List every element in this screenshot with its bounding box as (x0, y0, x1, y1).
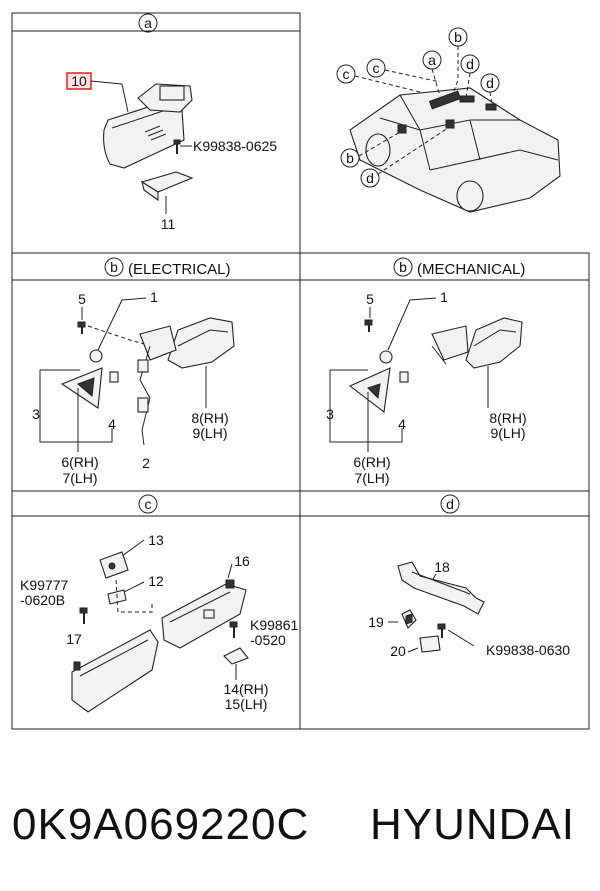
label-c-15lh: 15(LH) (225, 696, 268, 712)
section-a-letter: a (144, 15, 152, 31)
label-d-18: 18 (434, 559, 450, 575)
section-b-electrical-circle (104, 257, 124, 277)
sun-visor-left (71, 629, 159, 713)
label-be-7lh: 7(LH) (62, 470, 97, 486)
screw-icon (437, 623, 446, 638)
label-be-4: 4 (108, 416, 116, 432)
car-callout-d1: d (466, 56, 474, 72)
section-b-mechanical-title: (MECHANICAL) (417, 261, 525, 278)
label-be-3: 3 (32, 406, 40, 422)
section-a: a 10 K99838-0625 11 (66, 13, 277, 232)
label-d-20: 20 (390, 643, 406, 659)
label-c-16: 16 (234, 553, 250, 569)
screw-icon (79, 607, 88, 624)
car-callout-d3: d (366, 170, 374, 186)
label-d-19: 19 (368, 614, 384, 630)
footer: 0K9A069220C HYUNDAI (0, 790, 600, 860)
screw-icon (77, 321, 86, 334)
label-bm-4: 4 (398, 416, 406, 432)
label-bm-3: 3 (326, 406, 334, 422)
label-be-9lh: 9(LH) (192, 425, 227, 441)
car-callout-a: a (428, 52, 436, 68)
label-bm-1: 1 (440, 289, 448, 305)
label-be-2: 2 (142, 455, 150, 471)
mirror-cover (140, 171, 194, 202)
car-callout-c1: c (343, 66, 350, 82)
section-b-electrical-title: (ELECTRICAL) (128, 261, 231, 278)
section-d-circle (440, 494, 460, 514)
label-10: 10 (71, 73, 87, 89)
label-c-17: 17 (66, 631, 82, 647)
section-b-mechanical: b (MECHANICAL) 5 1 3 4 6(RH) 7(LH) 8(RH)… (326, 257, 527, 486)
label-bm-6rh: 6(RH) (353, 454, 390, 470)
screw-icon (173, 139, 181, 154)
label-c-14rh: 14(RH) (223, 681, 268, 697)
section-d-letter: d (446, 496, 454, 512)
car-callout-b2: b (346, 150, 354, 166)
label-bm-9lh: 9(LH) (490, 425, 525, 441)
car-callout-d2: d (486, 75, 494, 91)
label-bm-8rh: 8(RH) (489, 410, 526, 426)
label-be-5: 5 (78, 291, 86, 307)
label-c-0520: -0520 (250, 632, 286, 648)
diagram-frame (11, 12, 590, 730)
car-callout-b1: b (454, 29, 462, 45)
screw-icon (364, 319, 373, 332)
section-c: c 13 12 K99777 -0620B 17 16 K99861 -05 (20, 494, 298, 713)
label-bm-7lh: 7(LH) (354, 470, 389, 486)
section-c-letter: c (145, 496, 152, 512)
car-callout-c2: c (373, 60, 380, 76)
assist-grip (397, 561, 485, 615)
car-overview: b a d d c c b d (336, 27, 561, 213)
label-k99838-0625: K99838-0625 (193, 138, 277, 154)
section-b-electrical-letter: b (110, 259, 118, 275)
part-number: 0K9A069220C (12, 800, 310, 849)
section-b-mechanical-circle (393, 257, 413, 277)
label-be-8rh: 8(RH) (191, 410, 228, 426)
label-11: 11 (161, 216, 176, 232)
label-c-12: 12 (148, 573, 164, 589)
label-c-k99861: K99861 (250, 617, 298, 633)
label-c-0620b: -0620B (20, 592, 65, 608)
brand-name: HYUNDAI (370, 800, 576, 849)
section-b-mechanical-letter: b (399, 259, 407, 275)
side-mirror-mechanical (431, 317, 523, 369)
side-mirror-electrical (139, 317, 235, 369)
screw-icon (229, 621, 238, 638)
label-be-1: 1 (150, 289, 158, 305)
label-bm-5: 5 (366, 291, 374, 307)
label-d-k99838-0630: K99838-0630 (486, 642, 570, 658)
section-a-circle (138, 13, 158, 33)
section-d: d 18 19 K99838-0630 20 (368, 494, 570, 659)
section-b-electrical: b (ELECTRICAL) 5 1 2 3 4 6(RH) 7(LH) 8(R… (32, 257, 235, 486)
visor-bracket (99, 551, 129, 579)
label-be-6rh: 6(RH) (61, 454, 98, 470)
label-c-13: 13 (148, 532, 164, 548)
sun-visor-right (161, 579, 247, 649)
section-c-circle (138, 494, 158, 514)
label-c-k99777: K99777 (20, 577, 68, 593)
rear-view-mirror (103, 83, 193, 169)
